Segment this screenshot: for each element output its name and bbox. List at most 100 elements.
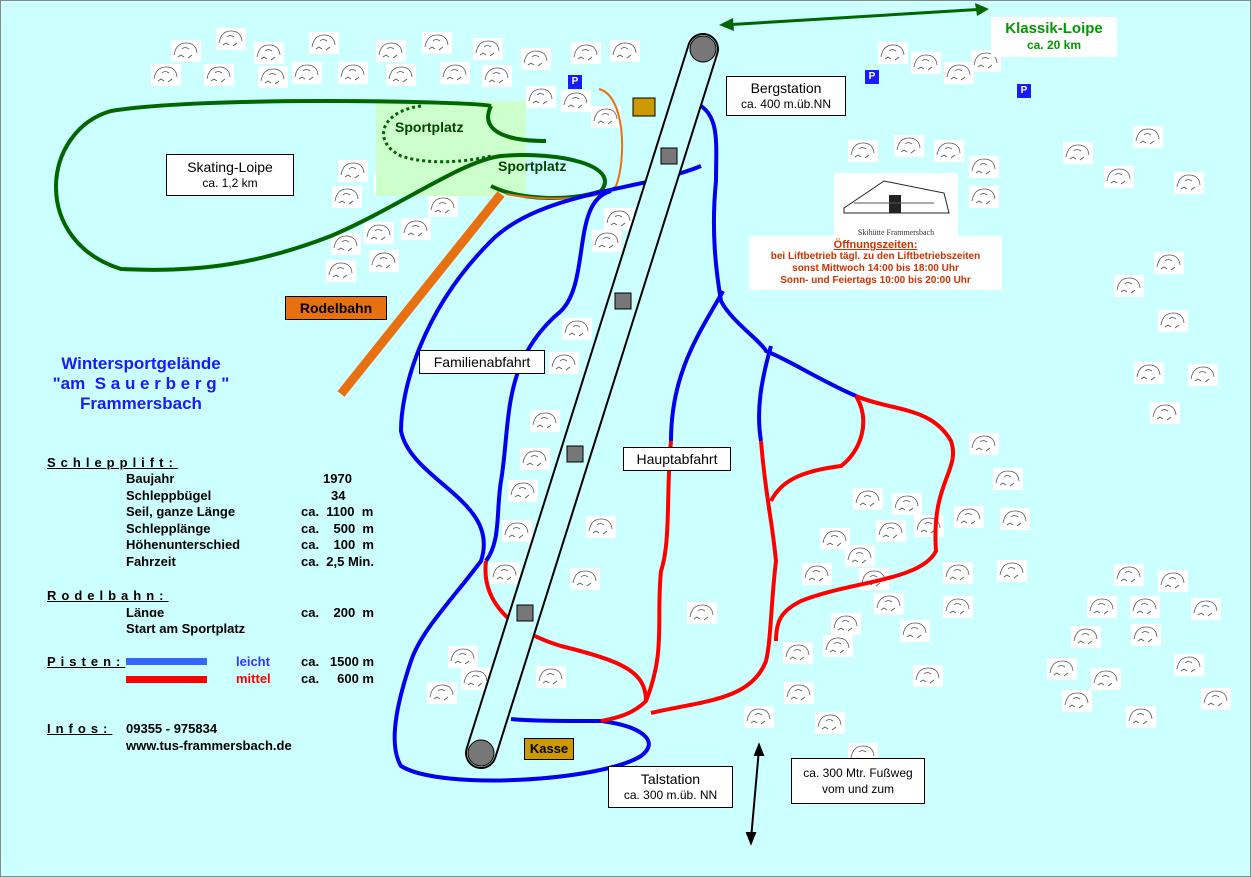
tree-icon — [845, 545, 875, 567]
sportplatz-label: Sportplatz — [395, 119, 464, 135]
tree-icon — [422, 32, 452, 54]
legend-leicht: leicht — [236, 654, 270, 669]
tree-icon — [592, 230, 622, 252]
tree-icon — [1000, 508, 1030, 530]
tree-icon — [894, 135, 924, 157]
tree-icon — [876, 520, 906, 542]
lift-row-value: ca. 500 m — [301, 520, 374, 536]
tree-icon — [521, 48, 551, 70]
klassik-length: ca. 20 km — [1026, 38, 1082, 52]
tree-icon — [744, 706, 774, 728]
tree-icon — [823, 635, 853, 657]
tree-icon — [520, 448, 550, 470]
tree-icon — [338, 62, 368, 84]
tree-icon — [1150, 402, 1180, 424]
tree-icon — [1133, 126, 1163, 148]
tree-icon — [604, 208, 634, 230]
familienabfahrt-label: Familienabfahrt — [419, 350, 545, 374]
tree-icon — [1201, 688, 1231, 710]
tree-icon — [570, 568, 600, 590]
tree-icon — [1134, 362, 1164, 384]
tree-icon — [954, 506, 984, 528]
tree-icon — [997, 560, 1027, 582]
tree-icon — [526, 86, 556, 108]
rodel-row-label: Länge — [126, 605, 165, 617]
tree-icon — [802, 563, 832, 585]
lift-row-value: 34 — [331, 487, 346, 503]
tree-icon — [591, 106, 621, 128]
lift-row-label: Fahrzeit — [126, 553, 176, 569]
skihuette-caption: Skihütte Frammersbach — [857, 228, 935, 237]
tree-icon — [934, 140, 964, 162]
tree-icon — [944, 62, 974, 84]
lift-row-label: Seil, ganze Länge — [126, 504, 236, 519]
sportplatz-dotted — [382, 104, 492, 164]
schlepplift — [465, 33, 719, 769]
tree-icon — [216, 28, 246, 50]
tree-icon — [1188, 364, 1218, 386]
tree-icon — [1047, 658, 1077, 680]
tree-icon — [784, 682, 814, 704]
tree-icon — [502, 520, 532, 542]
tree-icon — [536, 666, 566, 688]
tree-icon — [848, 140, 878, 162]
hauptabfahrt-label: Hauptabfahrt — [623, 447, 731, 471]
title-line: Frammersbach — [80, 394, 202, 413]
tree-icon — [549, 352, 579, 374]
tree-icon — [331, 233, 361, 255]
lift-row-label: Schleppbügel — [126, 487, 212, 503]
tree-icon — [490, 562, 520, 584]
piste-red-3 — [774, 394, 956, 642]
website-link[interactable]: www.tus-frammersbach.de — [126, 738, 292, 753]
tree-icon — [1174, 172, 1204, 194]
klassik-arrow — [719, 3, 989, 31]
tree-icon — [1063, 142, 1093, 164]
sportplatz-area — [376, 101, 526, 196]
piste-red-1 — [600, 440, 673, 723]
bergstation-height: ca. 400 m.üb.NN — [740, 97, 832, 111]
tree-icon — [428, 195, 458, 217]
tree-icon — [900, 620, 930, 642]
lift-row-value: ca. 1100 m — [301, 504, 374, 519]
tree-icon — [530, 410, 560, 432]
rodelbahn-heading: Rodelbahn: — [47, 588, 169, 603]
talstation-name: Talstation — [640, 771, 701, 787]
tree-icon — [815, 712, 845, 734]
opening-hours: Öffnungszeiten: bei Liftbetrieb tägl. zu… — [749, 236, 1002, 290]
skihuette-image: Skihütte Frammersbach — [834, 173, 958, 237]
tree-icon — [440, 62, 470, 84]
skating-loipe-path — [54, 99, 607, 272]
tree-icon — [427, 682, 457, 704]
rodel-note: Start am Sportplatz — [126, 621, 246, 636]
hut-drawing — [843, 180, 950, 214]
tree-icon — [969, 433, 999, 455]
phone: 09355 - 975834 — [126, 721, 218, 736]
piste-red-2 — [650, 440, 779, 715]
parking-icon: P — [1017, 84, 1031, 98]
tree-icon — [258, 66, 288, 88]
tree-icon — [831, 613, 861, 635]
lift-row-label: Baujahr — [126, 471, 175, 486]
title-line: "am S a u e r b e r g " — [52, 374, 230, 393]
tree-icon — [171, 40, 201, 62]
kasse-label: Kasse — [524, 738, 574, 760]
tree-icon — [853, 488, 883, 510]
tree-icon — [687, 602, 717, 624]
tree-icon — [969, 156, 999, 178]
klassik-name: Klassik-Loipe — [1005, 20, 1103, 37]
tree-icon — [943, 562, 973, 584]
building-icon — [632, 97, 656, 117]
parking-icon: P — [568, 75, 582, 89]
piste-blue-haupt — [690, 99, 857, 398]
title-line: Wintersportgelände — [61, 354, 221, 373]
fussweg-line1: ca. 300 Mtr. Fußweg — [803, 766, 913, 780]
tree-icon — [292, 62, 322, 84]
tree-icon — [913, 665, 943, 687]
tree-icon — [1158, 310, 1188, 332]
tree-icon — [892, 493, 922, 515]
legend-leicht-length: ca. 1500 m — [301, 654, 374, 669]
parking-icon: P — [865, 70, 879, 84]
rodel-row-value: ca. 200 m — [301, 605, 374, 617]
